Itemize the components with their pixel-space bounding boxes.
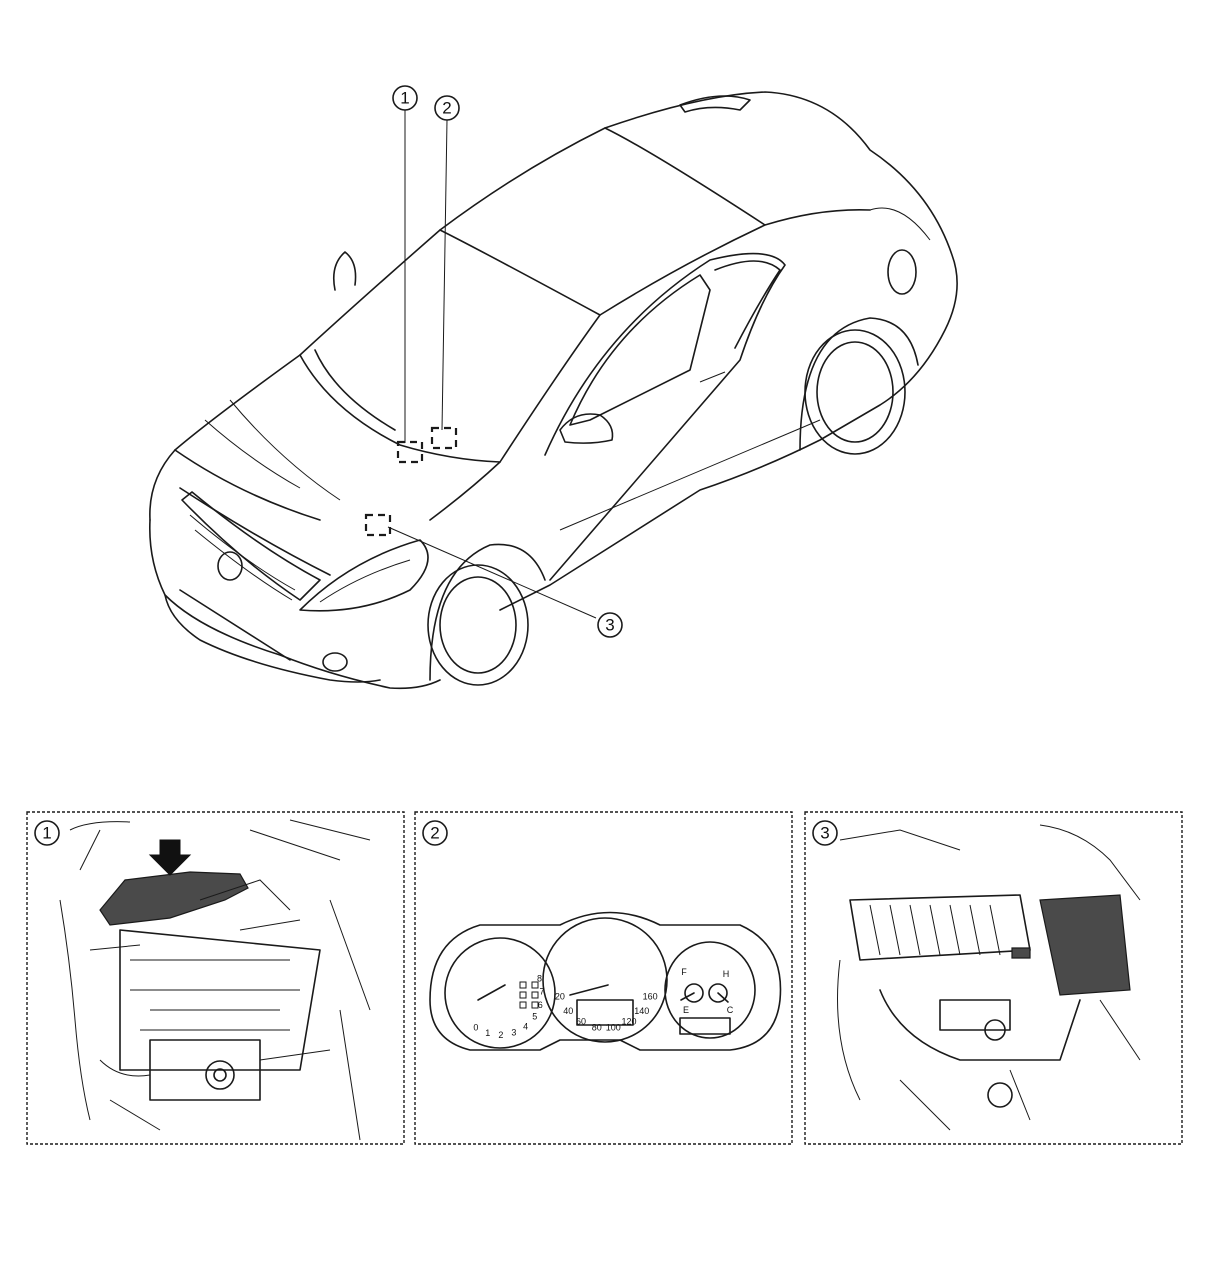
tach-tick-label-7: 7	[539, 987, 544, 997]
tach-tick-label-0: 0	[473, 1022, 478, 1032]
svg-text:3: 3	[820, 824, 829, 843]
callout-1-label: 1	[400, 89, 409, 108]
marker-2	[430, 426, 458, 450]
location-markers	[364, 426, 458, 537]
speed-tick-label-2: 60	[576, 1017, 586, 1027]
detail-panel-3: 3	[804, 811, 1183, 1145]
speed-tick-label-3: 80	[592, 1022, 602, 1032]
svg-text:2: 2	[430, 824, 439, 843]
callout-3-label: 3	[605, 616, 614, 635]
marker-1	[396, 440, 424, 464]
tach-tick-label-2: 2	[498, 1030, 503, 1040]
detail-panel-1: 1	[26, 811, 405, 1145]
leader-lines	[387, 110, 597, 619]
temp-cold-label: C	[727, 1005, 734, 1015]
panel-1-number: 1	[34, 820, 60, 846]
callout-3: 3	[597, 612, 623, 638]
svg-text:1: 1	[42, 824, 51, 843]
tach-tick-label-3: 3	[511, 1028, 516, 1038]
speed-tick-label-4: 100	[606, 1022, 621, 1032]
location-arrow-icon	[148, 839, 192, 876]
callout-2: 2	[434, 95, 460, 121]
speed-tick-label-5: 120	[621, 1017, 636, 1027]
callout-2-label: 2	[442, 99, 451, 118]
speed-tick-label-6: 140	[634, 1006, 649, 1016]
fuel-full-label: F	[681, 967, 687, 977]
temp-hot-label: H	[723, 969, 730, 979]
tach-tick-label-6: 6	[538, 1000, 543, 1010]
panel-2-number: 2	[422, 820, 448, 846]
speed-tick-label-1: 40	[563, 1006, 573, 1016]
combination-meter-illustration	[429, 911, 782, 1051]
callout-1: 1	[392, 85, 418, 111]
tach-tick-label-8: 8	[537, 974, 542, 984]
car-illustration	[148, 91, 958, 690]
tach-tick-label-5: 5	[532, 1012, 537, 1022]
panel-3-number: 3	[812, 820, 838, 846]
engine-compartment-illustration-3	[837, 824, 1141, 1131]
tach-tick-label-4: 4	[523, 1021, 528, 1031]
engine-compartment-illustration-1	[59, 819, 371, 1141]
marker-3	[364, 513, 392, 537]
fuel-empty-label: E	[683, 1005, 689, 1015]
tach-tick-label-1: 1	[485, 1028, 490, 1038]
car-callouts: 1 2 3	[392, 85, 623, 638]
speed-tick-label-0: 20	[555, 991, 565, 1001]
speed-tick-label-7: 160	[643, 991, 658, 1001]
